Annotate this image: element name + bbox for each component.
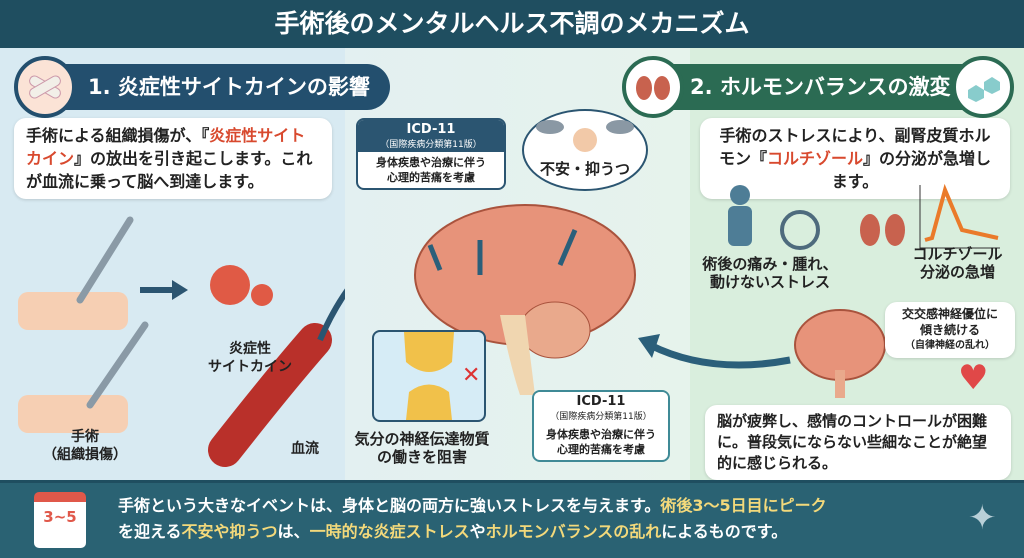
icd11-note-top: ICD-11（国際疾病分類第11版） 身体疾患や治療に伴う心理的苦痛を考慮 <box>356 118 506 190</box>
sympathetic-bubble: 交交感神経優位に傾き続ける（自律神経の乱れ） <box>885 302 1015 358</box>
thought-cloud <box>522 109 648 191</box>
molecule-icon <box>952 56 1014 118</box>
arrow-icon <box>638 334 791 369</box>
bandage-icon <box>14 56 76 118</box>
cortisol-label: コルチゾール分泌の急増 <box>912 245 1003 281</box>
section2-title: 2. ホルモンバランスの激変 <box>640 64 1000 110</box>
section2-description: 手術のストレスにより、副腎皮質ホルモン『コルチゾール』の分泌が急増します。 <box>700 118 1010 199</box>
kidney-icon <box>622 56 684 118</box>
section1-description: 手術による組織損傷が、『炎症性サイトカイン』の放出を引き起こします。これが血流に… <box>14 118 332 199</box>
scalpel-icon <box>76 216 134 304</box>
blood-vessel-icon <box>208 323 332 467</box>
person-in-pain-icon <box>730 185 750 205</box>
skin-icon <box>18 292 128 330</box>
icd11-note-bottom: ICD-11（国際疾病分類第11版） 身体疾患や治療に伴う心理的苦痛を考慮 <box>532 390 670 462</box>
cytokine-icon <box>210 265 250 305</box>
brain-illustration <box>414 204 636 395</box>
surgery-label: 手術（組織損傷） <box>43 429 127 463</box>
inflammation-illustration <box>18 216 345 467</box>
section1-title: 1. 炎症性サイトカインの影響 <box>18 64 390 110</box>
stress-illustration <box>728 183 1000 250</box>
brain-fatigue-text: 脳が疲弊し、感情のコントロールが困難に。普段気にならない些細なことが絶望的に感じ… <box>705 405 1011 480</box>
synapse-icon: ✕ <box>372 330 486 422</box>
cortisol-spike-chart <box>919 183 1000 249</box>
svg-text:✕: ✕ <box>462 363 480 388</box>
arrow-icon <box>317 288 345 342</box>
heart-rate-icon: ♥ <box>958 358 989 398</box>
page-title: 手術後のメンタルヘルス不調のメカニズム <box>0 0 1024 48</box>
worried-person-icon <box>573 128 597 152</box>
cytokine-label: 炎症性サイトカイン <box>208 341 292 375</box>
skin-wound-icon <box>18 395 128 433</box>
synapse-label: 気分の神経伝達物質の働きを阻害 <box>354 430 490 466</box>
sparkle-icon: ✦ <box>968 498 997 538</box>
wheelchair-icon <box>780 210 820 250</box>
scalpel-icon <box>86 321 149 409</box>
adrenal-kidney-icon <box>860 214 880 246</box>
anxiety-label: 不安・抑うつ <box>539 160 630 178</box>
rain-cloud-icon <box>536 120 564 134</box>
stress-label: 術後の痛み・腫れ、動けないストレス <box>702 255 838 291</box>
summary-footer: 手術という大きなイベントは、身体と脳の両方に強いストレスを与えます。術後3〜5日… <box>0 480 1024 558</box>
tired-brain-icon <box>794 309 886 398</box>
bloodflow-label: 血流 <box>291 441 319 457</box>
calendar-icon: 3~5 <box>34 492 86 548</box>
